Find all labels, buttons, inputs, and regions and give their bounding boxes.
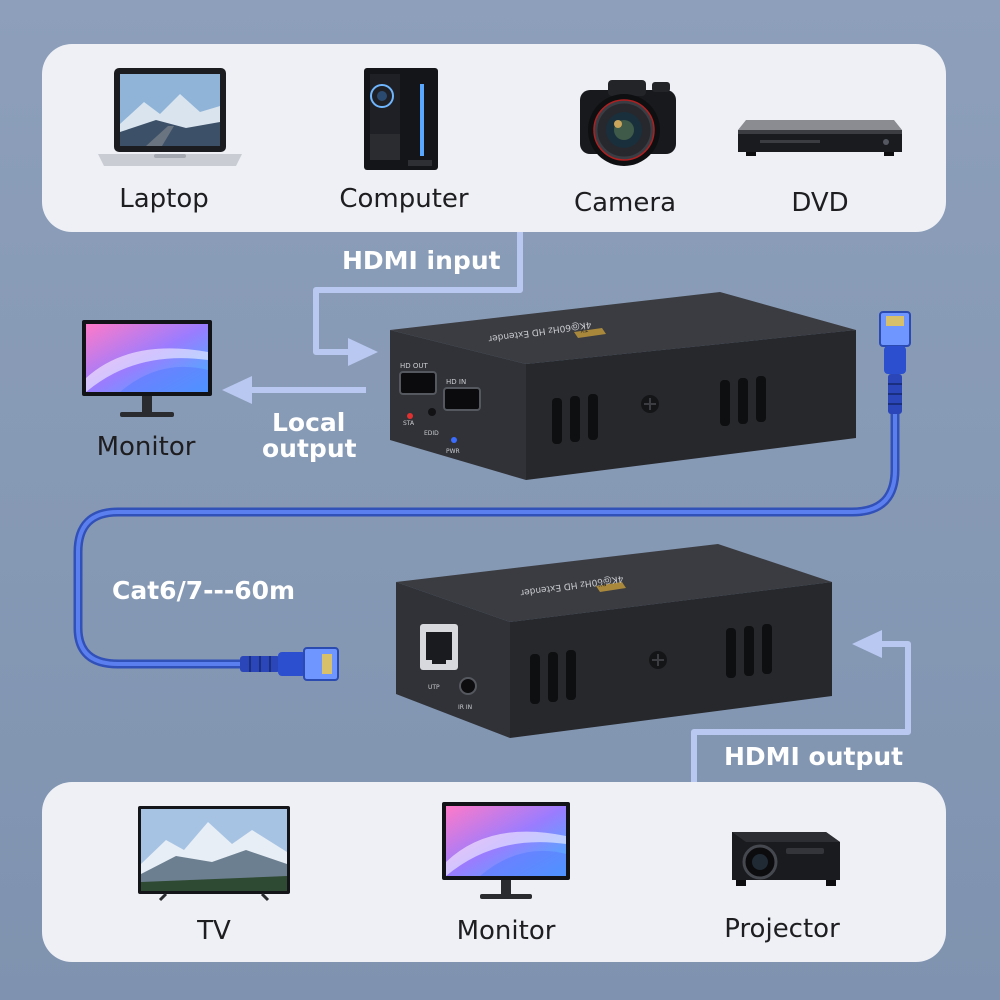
dvd-label: DVD (791, 188, 849, 218)
computer-label: Computer (339, 184, 469, 214)
hdmi-input-arrowhead (348, 338, 378, 366)
laptop-icon (98, 68, 242, 166)
hdmi-output-arrow (691, 641, 911, 782)
cable-length-label: Cat6/7---60m (112, 576, 296, 605)
transmitter-badge-text: TX (579, 325, 589, 334)
local-monitor-icon (82, 320, 212, 417)
port-label-ir-in: IR IN (458, 704, 473, 711)
projector-label: Projector (724, 914, 840, 944)
tv-icon (138, 806, 290, 902)
port-label-hd-out: HD OUT (400, 362, 428, 370)
rj45-plug-bottom-icon (240, 647, 339, 681)
local-output-arrowhead (222, 376, 252, 404)
port-label-utp: UTP (428, 684, 440, 691)
camera-label: Camera (573, 188, 677, 218)
receiver-extender (396, 544, 832, 738)
led-label-sta: STA (403, 420, 415, 427)
camera-icon (580, 80, 676, 166)
led-label-pwr: PWR (446, 448, 460, 455)
laptop-label: Laptop (119, 184, 209, 214)
hdmi-output-label: HDMI output (724, 742, 904, 771)
dvd-player-icon (738, 120, 902, 156)
local-output-label-line1: Local (272, 408, 346, 437)
projector-icon (732, 832, 840, 886)
display-monitor-icon (442, 802, 570, 899)
local-monitor-label: Monitor (96, 432, 196, 462)
hdmi-output-arrowhead (852, 630, 882, 658)
rj45-plug-top-icon (879, 311, 911, 414)
hdmi-input-arrow (313, 232, 523, 355)
display-monitor-label: Monitor (456, 916, 556, 946)
tv-label: TV (197, 916, 231, 946)
computer-tower-icon (364, 68, 438, 170)
button-label-edid: EDID (424, 430, 439, 437)
hdmi-input-label: HDMI input (342, 246, 501, 275)
port-label-hd-in: HD IN (446, 378, 467, 386)
local-output-label-line2: output (262, 434, 357, 463)
receiver-badge-text: RX (597, 579, 607, 588)
transmitter-extender (390, 292, 856, 480)
